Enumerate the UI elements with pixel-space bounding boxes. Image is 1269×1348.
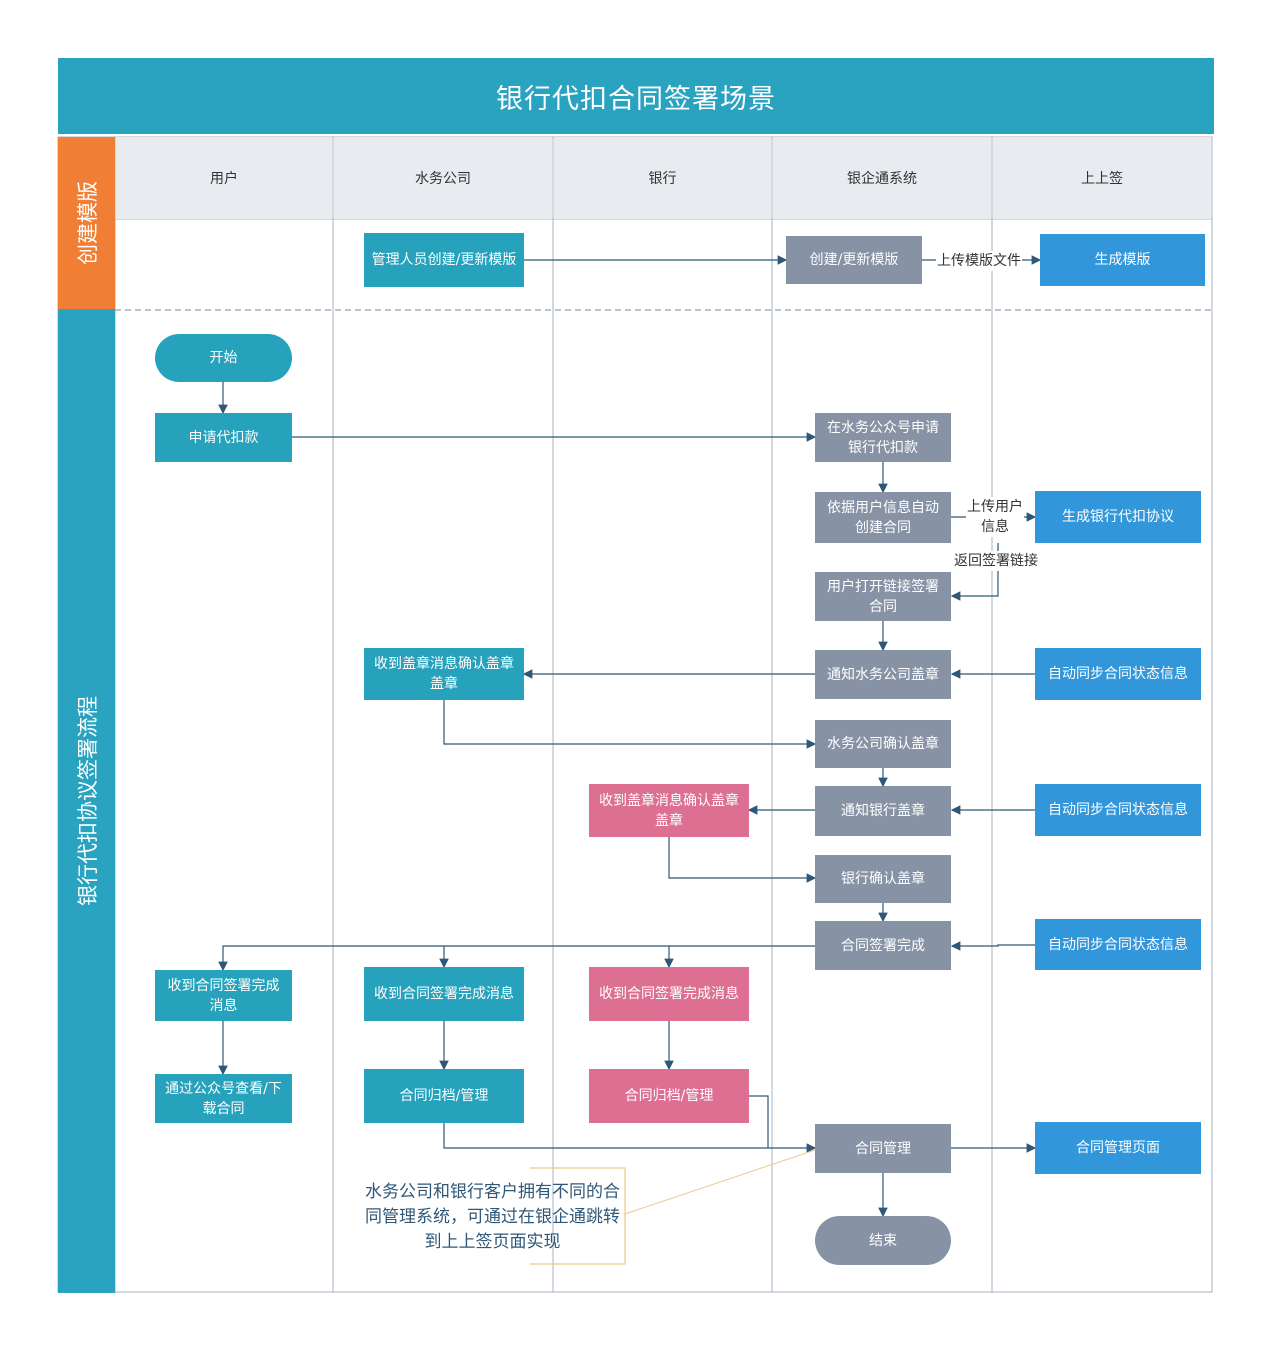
node-start: 开始: [155, 334, 292, 382]
node-notify-water-stamp: 通知水务公司盖章: [815, 650, 951, 699]
node-user-complete-message: 收到合同签署完成消息: [155, 970, 292, 1021]
node-notify-bank-stamp: 通知银行盖章: [815, 786, 951, 836]
lane-sign-process: 银行代扣协议签署流程: [58, 309, 115, 1293]
node-generate-template: 生成模版: [1040, 234, 1205, 286]
node-management-page: 合同管理页面: [1035, 1122, 1201, 1174]
node-bank-confirm-stamp: 银行确认盖章: [815, 855, 951, 903]
column-header-shangshangqian: 上上签: [993, 137, 1211, 219]
node-manager-create-template: 管理人员创建/更新模版: [364, 233, 524, 287]
node-contract-management: 合同管理: [815, 1124, 951, 1173]
column-header-water-company: 水务公司: [334, 137, 552, 219]
edge-label-return-link: 返回签署链接: [953, 551, 1039, 571]
diagram-title: 银行代扣合同签署场景: [58, 58, 1214, 134]
node-user-view-download: 通过公众号查看/下载合同: [155, 1074, 292, 1123]
node-sync-status-3: 自动同步合同状态信息: [1035, 919, 1201, 970]
node-water-complete-message: 收到合同签署完成消息: [364, 967, 524, 1021]
node-water-receive-stamp: 收到盖章消息确认盖章盖章: [364, 648, 524, 700]
node-signing-complete: 合同签署完成: [815, 921, 951, 970]
node-water-confirm-stamp: 水务公司确认盖章: [815, 720, 951, 768]
node-auto-create-contract: 依据用户信息自动创建合同: [815, 492, 951, 543]
lane-create-template: 创建模版: [58, 137, 115, 309]
column-header-bank-enterprise-system: 银企通系统: [773, 137, 991, 219]
node-bank-complete-message: 收到合同签署完成消息: [589, 967, 749, 1021]
node-apply-deduction: 申请代扣款: [155, 413, 292, 462]
annotation-note: 水务公司和银行客户拥有不同的合同管理系统，可通过在银企通跳转到上上签页面实现: [365, 1182, 620, 1252]
column-header-user: 用户: [116, 137, 332, 219]
node-sync-status-2: 自动同步合同状态信息: [1035, 784, 1201, 836]
node-water-archive: 合同归档/管理: [364, 1069, 524, 1123]
node-system-create-template: 创建/更新模版: [786, 236, 922, 284]
edge-label-upload-user-info: 上传用户信息: [966, 497, 1024, 537]
node-apply-via-wechat: 在水务公众号申请银行代扣款: [815, 413, 951, 462]
node-user-sign-contract: 用户打开链接签署合同: [815, 572, 951, 621]
column-header-bank: 银行: [554, 137, 771, 219]
annotation-bracket: [530, 1149, 816, 1265]
node-bank-archive: 合同归档/管理: [589, 1069, 749, 1123]
node-bank-receive-stamp: 收到盖章消息确认盖章盖章: [589, 784, 749, 837]
edge-label-upload-template: 上传模版文件: [936, 251, 1022, 271]
node-generate-agreement: 生成银行代扣协议: [1035, 491, 1201, 543]
node-end: 结束: [815, 1216, 951, 1265]
node-sync-status-1: 自动同步合同状态信息: [1035, 648, 1201, 700]
